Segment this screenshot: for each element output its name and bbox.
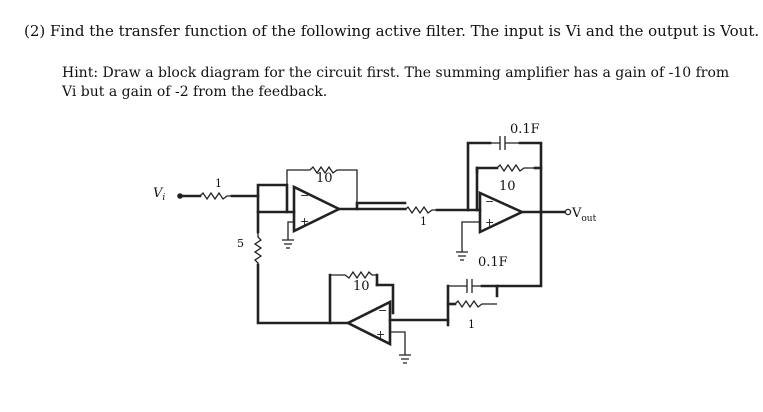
wire-inverter-fb-right: [375, 283, 395, 315]
vi-label: Vi: [153, 186, 165, 203]
wire-integrator-plus-ground: [461, 221, 480, 252]
r-shunt-label: 5: [237, 237, 244, 250]
r-lower-label: 1: [468, 318, 475, 331]
opamp-integrator-minus: −: [485, 195, 494, 208]
resistor-integrator-feedback: [496, 163, 535, 173]
opamp-integrator-plus: +: [485, 216, 494, 229]
hint-line-1: Hint: Draw a block diagram for the circu…: [62, 65, 730, 81]
opamp-inverter-plus: +: [376, 328, 385, 341]
wire-summing-plus-ground: [287, 221, 294, 240]
resistor-mid: [404, 205, 437, 215]
ground-integrator: [456, 251, 468, 261]
r-mid-label: 1: [420, 215, 427, 228]
ground-inverter: [399, 354, 411, 364]
opamp-inverter: [345, 299, 392, 347]
c-integrator-label: 0.1F: [510, 122, 540, 137]
wire-lower-node-right: [480, 284, 499, 298]
wire-integrator-fb-right: [518, 141, 543, 212]
r-integrator-label: 10: [499, 179, 516, 194]
resistor-summing-feedback: [286, 165, 358, 202]
r-summing-feedback-label: 10: [316, 171, 333, 186]
wire-summing-fb-left: [256, 183, 289, 214]
wire-output-feedback: [495, 210, 543, 288]
resistor-input: [199, 191, 232, 201]
opamp-summing-plus: +: [300, 215, 309, 228]
opamp-summing: [292, 184, 342, 234]
r-inverter-label: 10: [353, 279, 370, 294]
capacitor-integrator: [490, 136, 520, 150]
opamp-summing-minus: −: [300, 189, 309, 202]
opamp-integrator: [478, 190, 526, 235]
wire-summing-out: [337, 201, 407, 211]
ground-summing: [282, 239, 294, 249]
resistor-lower-feedback: [454, 299, 497, 309]
opamp-inverter-minus: −: [378, 304, 387, 317]
c-lower-label: 0.1F: [478, 255, 508, 270]
hint-line-2: Vi but a gain of -2 from the feedback.: [62, 84, 328, 100]
capacitor-lower: [448, 279, 482, 293]
vout-terminal: [564, 208, 572, 216]
resistor-shunt: [253, 232, 263, 265]
wire-inverter-out: [256, 263, 350, 325]
r-input-label: 1: [215, 177, 222, 190]
resistor-inverter-feedback: [330, 270, 377, 280]
vout-label: Vout: [571, 206, 597, 224]
wire-to-summing-in: [230, 194, 296, 214]
wire-inverter-fb-ends: [328, 273, 379, 325]
hint-text: Hint: Draw a block diagram for the circu…: [62, 64, 742, 102]
wire-integrator-r-left: [475, 166, 499, 174]
wire-inverter-plus-ground: [390, 331, 406, 355]
question-text: (2) Find the transfer function of the fo…: [24, 22, 760, 40]
wire-integrator-fb-left: [466, 141, 492, 212]
